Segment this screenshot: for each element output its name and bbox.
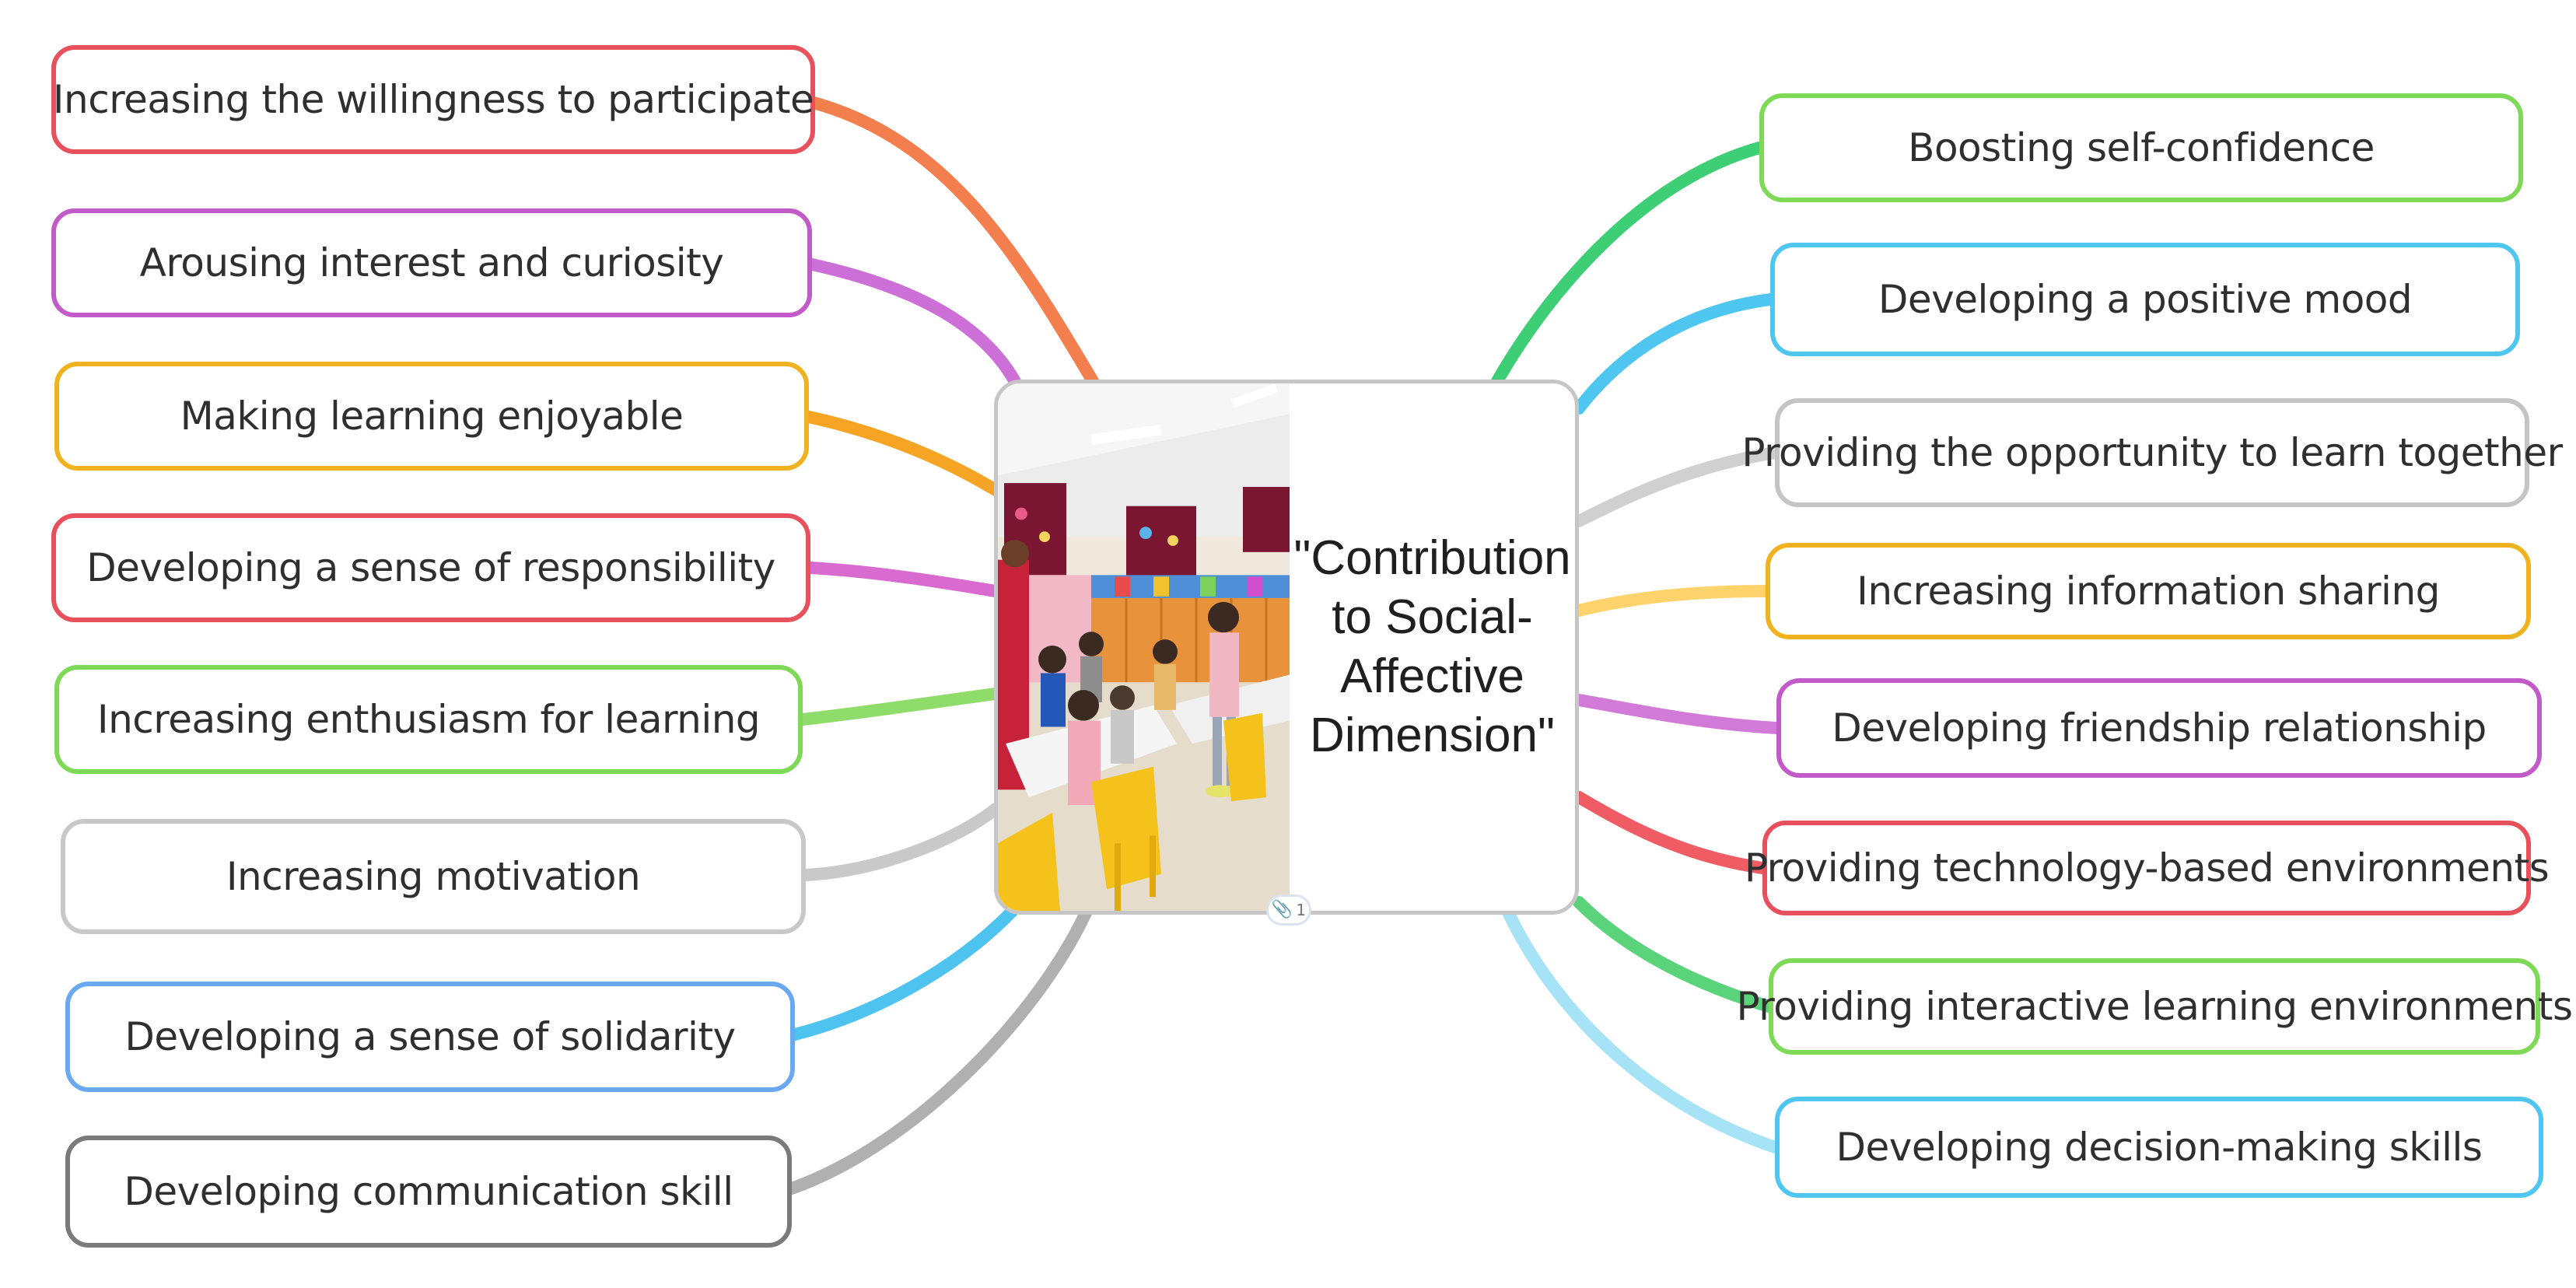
branch-developing-communication-skill[interactable]: Developing communication skill [65, 1136, 792, 1248]
left-connector-6 [800, 803, 1002, 881]
branch-technology-based-environments[interactable]: Providing technology-based environments [1745, 821, 2550, 915]
right-connector-6 [1573, 791, 1769, 874]
left-connector-5 [796, 688, 1002, 726]
branch-opportunity-to-learn-together[interactable]: Providing the opportunity to learn toget… [1741, 398, 2563, 507]
right-connector-1 [1491, 142, 1766, 387]
right-connector-3 [1573, 446, 1781, 527]
branch-increasing-enthusiasm-for-learning[interactable]: Increasing enthusiasm for learning [54, 665, 803, 774]
central-topic-title: "Contribution to Social- Affective Dimen… [1293, 531, 1571, 762]
branch-developing-positive-mood[interactable]: Developing a positive mood [1770, 243, 2520, 356]
branch-increasing-information-sharing[interactable]: Increasing information sharing [1766, 543, 2531, 639]
right-connector-5 [1573, 694, 1783, 734]
attachment-count: 1 [1296, 901, 1307, 919]
left-connector-7 [789, 896, 1027, 1041]
branch-developing-sense-of-responsibility[interactable]: Developing a sense of responsibility [51, 513, 810, 622]
branch-boosting-self-confidence[interactable]: Boosting self-confidence [1759, 93, 2523, 202]
left-connector-4 [804, 562, 1002, 597]
branch-developing-sense-of-solidarity[interactable]: Developing a sense of solidarity [65, 982, 795, 1092]
right-connector-2 [1573, 293, 1776, 415]
left-connector-1 [807, 96, 1099, 387]
left-connector-2 [806, 258, 1025, 395]
left-connector-8 [786, 900, 1095, 1195]
right-connector-4 [1573, 585, 1772, 617]
branch-developing-friendship-relationship[interactable]: Developing friendship relationship [1776, 678, 2542, 778]
branch-arousing-interest-and-curiosity[interactable]: Arousing interest and curiosity [51, 208, 812, 317]
branch-increasing-willingness-to-participate[interactable]: Increasing the willingness to participat… [51, 45, 815, 154]
attachment-badge[interactable]: 📎 1 [1266, 894, 1311, 926]
branch-interactive-learning-environments[interactable]: Providing interactive learning environme… [1737, 958, 2573, 1055]
classroom-photo [998, 383, 1290, 911]
central-topic[interactable]: "Contribution to Social- Affective Dimen… [994, 380, 1579, 915]
branch-increasing-motivation[interactable]: Increasing motivation [61, 819, 806, 934]
branch-developing-decision-making-skills[interactable]: Developing decision-making skills [1775, 1097, 2543, 1198]
branch-making-learning-enjoyable[interactable]: Making learning enjoyable [54, 362, 809, 471]
right-connector-8 [1503, 908, 1781, 1153]
paperclip-icon: 📎 [1271, 900, 1293, 919]
left-connector-3 [803, 411, 1002, 496]
right-connector-7 [1573, 896, 1775, 1013]
